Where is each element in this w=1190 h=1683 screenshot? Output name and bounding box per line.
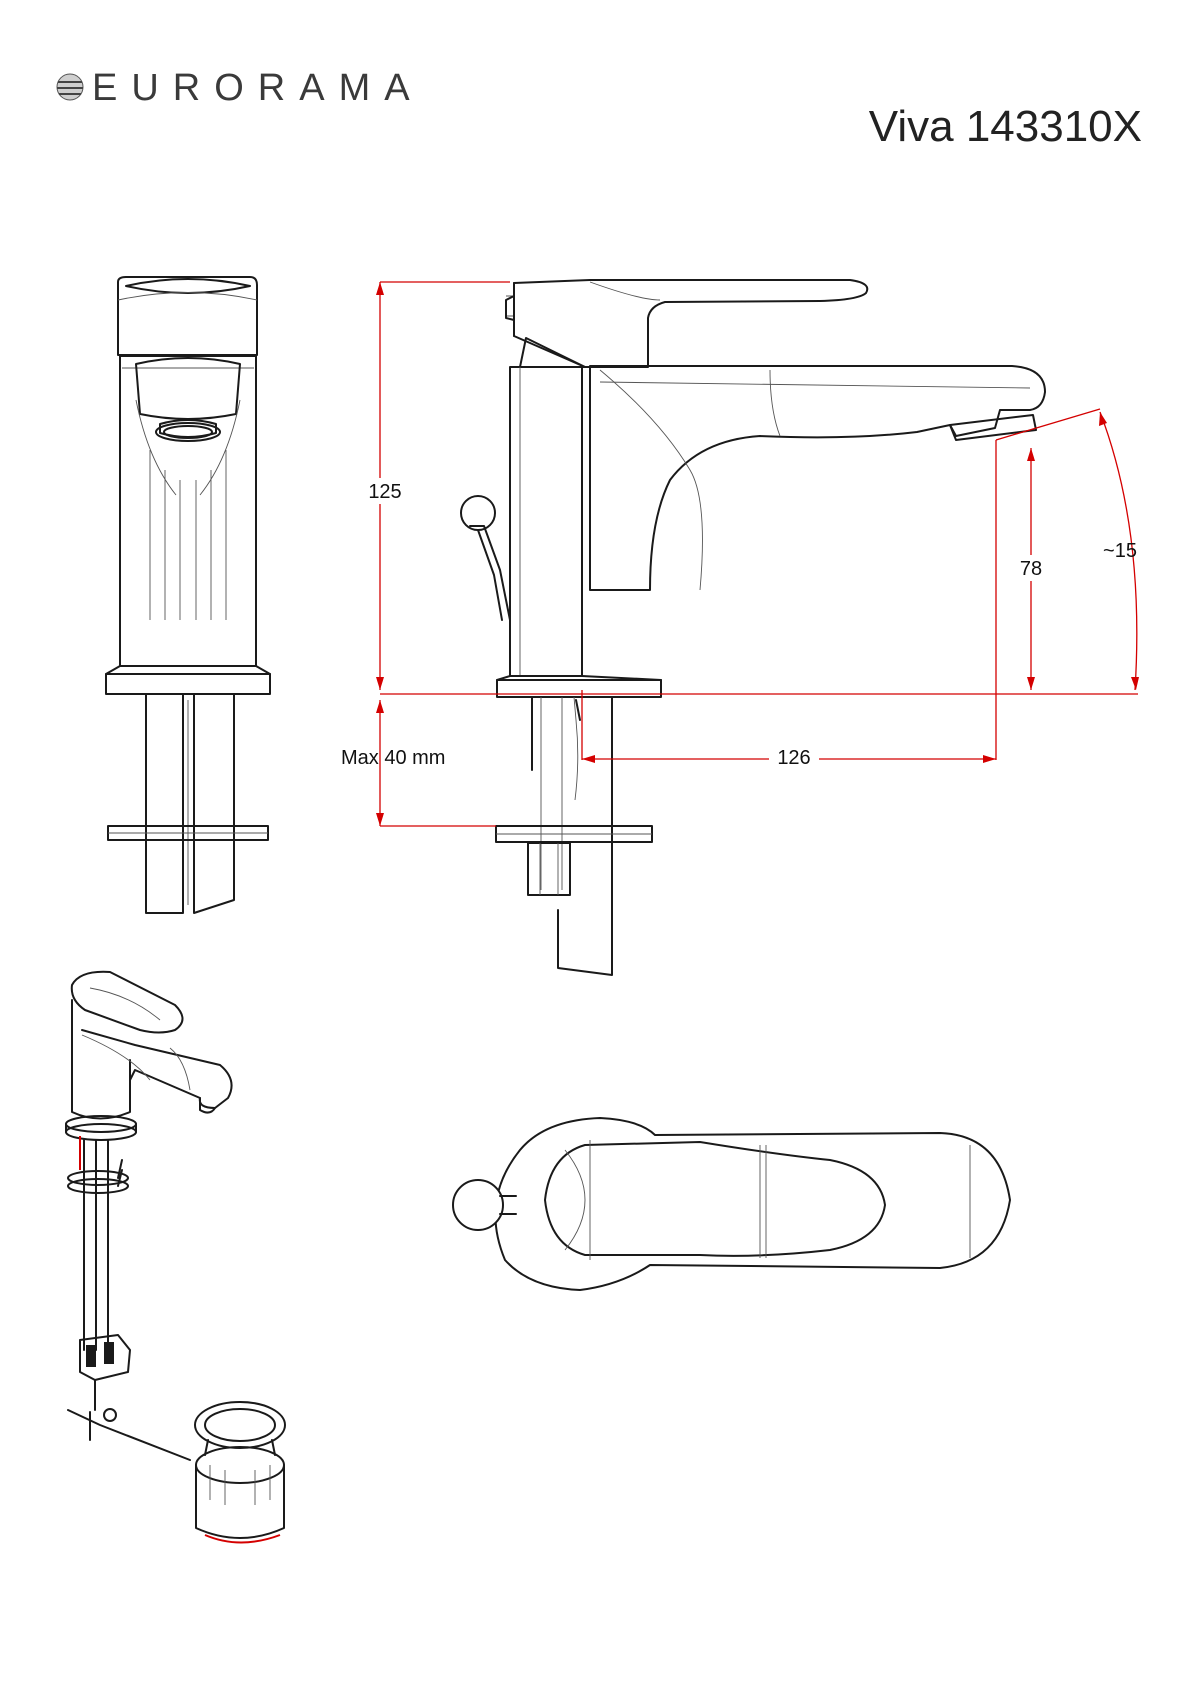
dimension-lines [376,281,1139,827]
side-view-drawing [460,279,1046,976]
top-view-drawing [452,1117,1011,1291]
dim-label-angle: ~15 [1103,540,1137,562]
dim-label-spout-height: 78 [1020,558,1042,580]
dim-label-max-deck: Max 40 mm [341,747,445,769]
model-title: Viva 143310X [869,102,1142,151]
popup-knob-top-icon [452,1179,517,1231]
dimension-labels: 125 78 ~15 126 Max 40 mm [341,478,1137,771]
isometric-view-drawing [65,970,286,1544]
brand-logo: EURORAMA [56,67,424,109]
front-view-drawing [105,276,271,914]
popup-knob-icon [460,495,511,621]
brand-name: EURORAMA [92,67,424,109]
dim-label-height: 125 [368,481,401,503]
dim-label-reach: 126 [777,747,810,769]
globe-icon [56,73,84,101]
